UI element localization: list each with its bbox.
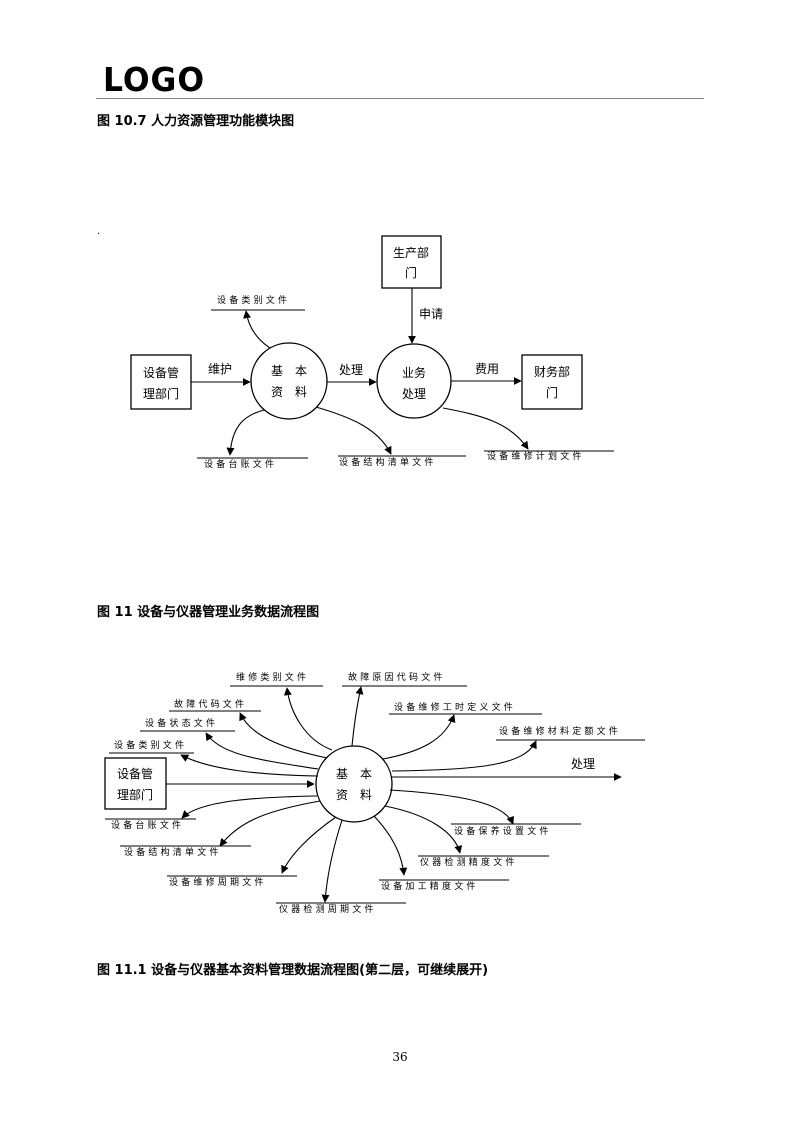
logo: LOGO bbox=[103, 62, 205, 94]
flow-to-repair-cycle bbox=[281, 816, 337, 874]
file-ledger: 设备台账文件 bbox=[111, 819, 184, 831]
business-process bbox=[376, 343, 452, 419]
flow-to-material-quota bbox=[391, 740, 537, 772]
file-machining: 设备加工精度文件 bbox=[381, 880, 479, 892]
flow-to-repair-time bbox=[382, 714, 456, 760]
file-maintenance-setting: 设备保养设置文件 bbox=[454, 825, 552, 837]
file-structure: 设备结构清单文件 bbox=[339, 456, 437, 468]
equipment-dept-label: 理部门 bbox=[117, 787, 153, 802]
file-repair-plan: 设备维修计划文件 bbox=[487, 450, 585, 462]
stray-dot: . bbox=[97, 226, 101, 237]
basic-data-process bbox=[250, 342, 328, 420]
flow-to-category-file bbox=[243, 310, 271, 349]
file-structure: 设备结构清单文件 bbox=[124, 846, 222, 858]
flow-to-ledger bbox=[181, 795, 318, 819]
flow-to-machining bbox=[373, 815, 408, 876]
file-material-quota: 设备维修材料定额文件 bbox=[499, 725, 621, 737]
flow-apply-label: 申请 bbox=[419, 307, 443, 321]
finance-dept-label: 财务部 bbox=[534, 364, 570, 379]
file-fault-cause: 故障原因代码文件 bbox=[348, 671, 446, 683]
basic-data-label: 资 料 bbox=[336, 788, 372, 802]
business-label: 处理 bbox=[402, 387, 426, 401]
flow-process-label: 处理 bbox=[339, 363, 363, 377]
finance-dept-label: 门 bbox=[546, 385, 558, 400]
file-inspection-cycle: 仪器检测周期文件 bbox=[279, 903, 377, 915]
file-status: 设备状态文件 bbox=[145, 717, 218, 729]
flow-process-label: 处理 bbox=[571, 757, 595, 771]
production-dept-label: 门 bbox=[405, 265, 417, 280]
page-number: 36 bbox=[392, 1050, 408, 1064]
basic-data-label: 资 料 bbox=[271, 385, 307, 399]
flow-to-repair-category bbox=[283, 687, 333, 751]
flow-to-status bbox=[205, 732, 319, 770]
file-repair-cycle: 设备维修周期文件 bbox=[169, 876, 267, 888]
file-fault-code: 故障代码文件 bbox=[174, 698, 247, 710]
flow-to-structure bbox=[219, 800, 321, 847]
business-label: 业务 bbox=[402, 365, 426, 380]
file-category: 设备类别文件 bbox=[217, 294, 290, 306]
file-precision: 仪器检测精度文件 bbox=[420, 856, 518, 868]
file-repair-time: 设备维修工时定义文件 bbox=[394, 701, 516, 713]
file-repair-category: 维修类别文件 bbox=[236, 671, 309, 683]
logo-text: LOGO bbox=[103, 62, 205, 94]
flow-to-precision bbox=[384, 805, 463, 854]
header-rule bbox=[96, 98, 704, 99]
flow-maintain-label: 维护 bbox=[208, 362, 232, 376]
diagram-2: 设备管 理部门 基 本 资 料 处理 维修类别文件 故障原因代码文件 故障代码文… bbox=[104, 671, 645, 915]
flow-cost-label: 费用 bbox=[475, 362, 499, 376]
flow-to-inspection-cycle bbox=[321, 819, 343, 903]
production-dept-label: 生产部 bbox=[393, 245, 429, 260]
file-ledger: 设备台账文件 bbox=[204, 458, 277, 470]
caption-fig-11: 图 11 设备与仪器管理业务数据流程图 bbox=[97, 605, 320, 620]
file-category: 设备类别文件 bbox=[114, 739, 187, 751]
flow-to-fault-cause bbox=[351, 686, 364, 747]
diagram-1: 生产部 门 设备管 理部门 基 本 资 料 业务 处理 财务部 门 维护 处理 … bbox=[130, 235, 614, 470]
flow-to-fault-code bbox=[239, 712, 328, 759]
equipment-dept-label: 设备管 bbox=[143, 365, 179, 380]
flow-to-repair-plan-file bbox=[442, 407, 529, 450]
caption-fig-11-1: 图 11.1 设备与仪器基本资料管理数据流程图(第二层，可继续展开) bbox=[97, 963, 489, 978]
basic-data-process bbox=[315, 745, 393, 823]
flow-to-maintenance-setting bbox=[389, 789, 514, 825]
production-dept-box bbox=[381, 235, 442, 289]
flow-to-category bbox=[180, 754, 319, 777]
basic-data-label: 基 本 bbox=[271, 364, 307, 378]
basic-data-label: 基 本 bbox=[336, 767, 372, 781]
flow-to-structure-file bbox=[315, 406, 392, 455]
equipment-dept-label: 理部门 bbox=[143, 386, 179, 401]
flow-to-ledger-file bbox=[226, 409, 265, 456]
finance-dept-box bbox=[521, 354, 583, 410]
caption-fig-10-7: 图 10.7 人力资源管理功能模块图 bbox=[97, 114, 295, 129]
equipment-dept-label: 设备管 bbox=[117, 766, 153, 781]
